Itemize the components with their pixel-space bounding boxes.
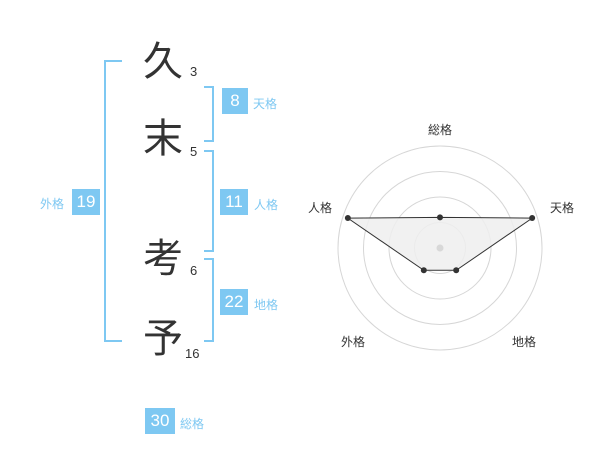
- radar-point-chikaku: [453, 267, 460, 274]
- radar-point-jinkaku: [344, 215, 351, 222]
- radar-point-gaikaku: [420, 267, 427, 274]
- stroke-count-2: 5: [190, 144, 198, 159]
- radar-axis-label-soukaku: 総格: [428, 122, 452, 137]
- radar-shape: [346, 216, 534, 271]
- stroke-count-3: 6: [190, 263, 198, 278]
- name-char-3: 考: [143, 236, 183, 282]
- gaikaku-bracket: [104, 60, 122, 342]
- chikaku-value: 22: [220, 289, 248, 315]
- tenkaku-label: 天格: [253, 97, 278, 111]
- radar-point-tenkaku: [529, 215, 536, 222]
- soukaku-label: 総格: [180, 417, 205, 431]
- radar-grid-ring: [363, 171, 517, 325]
- chikaku-bracket: [204, 258, 214, 342]
- name-char-4: 予: [143, 316, 183, 362]
- jinkaku-value: 11: [220, 189, 248, 215]
- gaikaku-value: 19: [72, 189, 100, 215]
- radar-grid-ring: [414, 222, 466, 274]
- stroke-count-4: 16: [185, 346, 200, 361]
- jinkaku-bracket: [204, 150, 214, 252]
- radar-axis-label-tenkaku: 天格: [550, 200, 574, 215]
- chikaku-label: 地格: [254, 298, 279, 312]
- radar-center-dot: [436, 244, 444, 252]
- stroke-count-1: 3: [190, 64, 198, 79]
- radar-point-soukaku: [437, 214, 443, 221]
- radar-axis-label-chikaku: 地格: [512, 334, 536, 349]
- tenkaku-value: 8: [222, 88, 248, 114]
- radar-axis-label-jinkaku: 人格: [308, 200, 332, 215]
- name-char-1: 久: [143, 39, 183, 85]
- soukaku-value: 30: [145, 408, 175, 434]
- tenkaku-bracket: [204, 86, 214, 142]
- radar-grid-ring: [337, 145, 543, 351]
- jinkaku-label: 人格: [254, 198, 279, 212]
- radar-axis-label-gaikaku: 外格: [341, 334, 365, 349]
- gaikaku-label: 外格: [40, 197, 65, 211]
- name-char-2: 末: [143, 116, 183, 162]
- radar-grid-ring: [388, 196, 492, 300]
